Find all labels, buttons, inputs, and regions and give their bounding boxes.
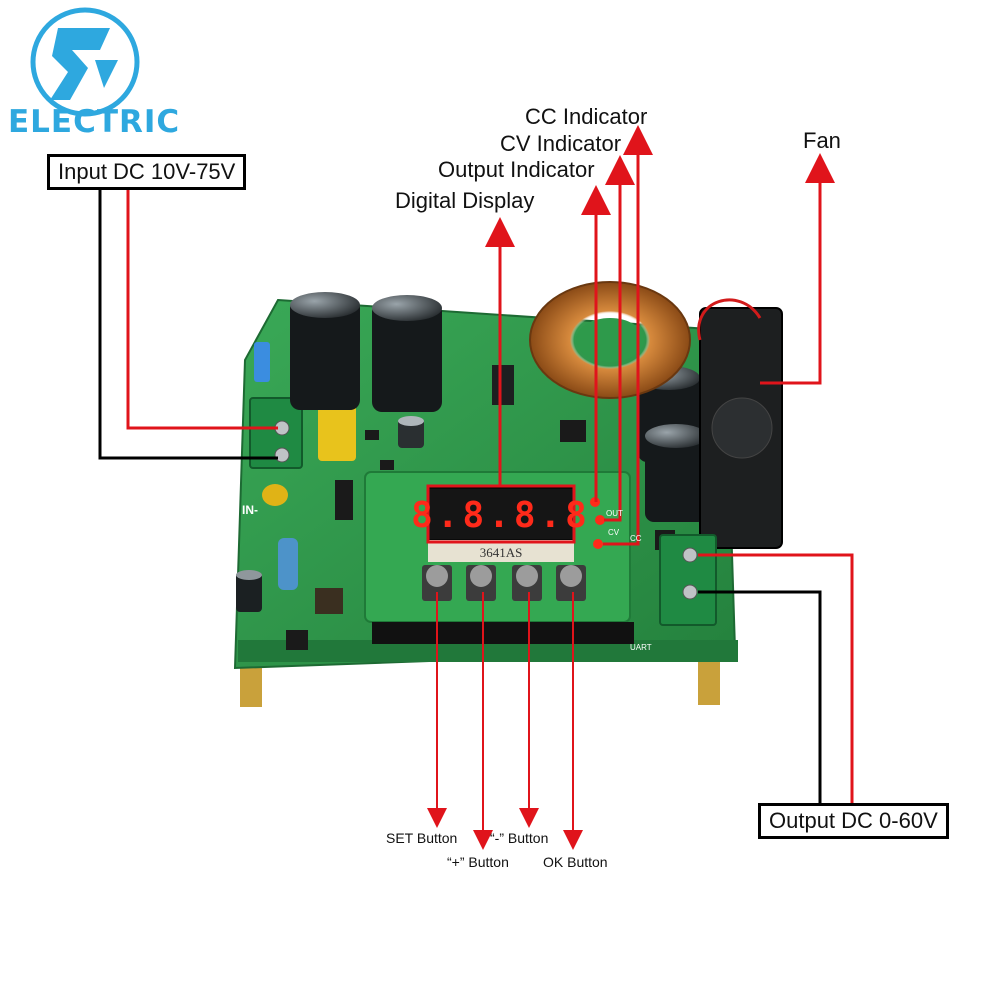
toroid-inductor [529, 281, 691, 399]
input-callout-lines [98, 190, 278, 460]
plus-button-label: “+” Button [447, 854, 509, 870]
indicator-label-out: OUT [606, 509, 623, 518]
input-dc-label: Input DC 10V-75V [47, 154, 247, 190]
upward-callout-arrows [485, 125, 835, 546]
smd-components [286, 365, 675, 650]
input-terminal-block [249, 397, 303, 469]
output-callout-lines [698, 553, 854, 803]
brand-logo-text: ELECTRIC [8, 104, 181, 140]
cv-indicator-label: CV Indicator [500, 131, 622, 156]
cooling-fan [697, 298, 783, 549]
minus-button-label: “-” Button [490, 830, 549, 846]
output-dc-label: Output DC 0-60V [758, 803, 949, 839]
push-buttons [422, 565, 586, 601]
display-model-label: 3641AS [480, 545, 523, 560]
set-button-label: SET Button [386, 830, 458, 846]
indicator-label-cc: CC [630, 534, 642, 543]
digital-display-label: Digital Display [395, 188, 535, 213]
yellow-disc-capacitor [262, 484, 288, 506]
yellow-capacitor [318, 395, 356, 461]
electric-logo-icon [30, 7, 140, 117]
fuse [254, 342, 270, 382]
output-terminal-block [659, 534, 717, 626]
electrolytic-capacitors [236, 292, 707, 612]
button-callout-arrows [427, 592, 583, 850]
fan-label: Fan [803, 128, 841, 153]
ok-button-label: OK Button [543, 854, 608, 870]
uart-label: UART [630, 643, 652, 652]
output-indicator-label: Output Indicator [438, 157, 595, 182]
indicator-label-cv: CV [608, 528, 620, 537]
cc-indicator-label: CC Indicator [525, 104, 648, 129]
resistor [278, 538, 298, 590]
display-digits: 8.8.8.8 [411, 495, 591, 536]
input-marking-label: IN- [242, 503, 258, 517]
